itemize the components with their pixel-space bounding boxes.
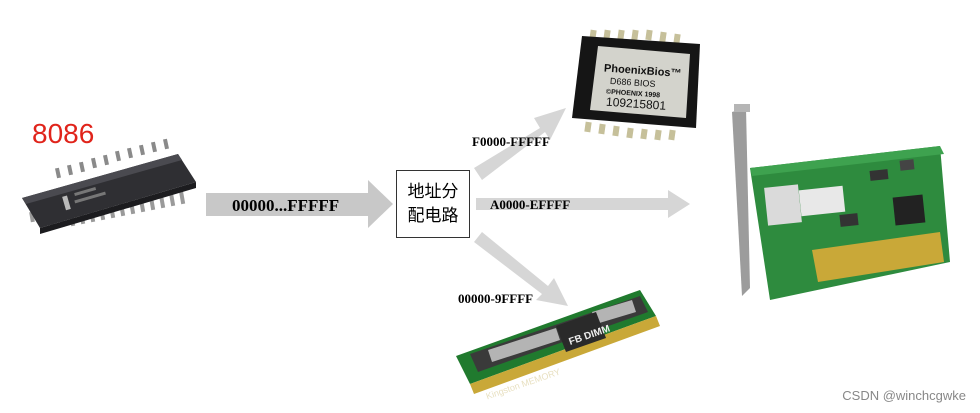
- bios-chip-image: [572, 29, 700, 141]
- route-label-nic: A0000-EFFFF: [490, 197, 571, 212]
- arrow-to-bios: [474, 108, 566, 180]
- watermark-text: CSDN @winchcgwke: [842, 388, 966, 403]
- network-card-image: [732, 104, 950, 300]
- arrow-to-nic: [476, 190, 690, 218]
- route-label-bios: F0000-FFFFF: [472, 134, 550, 149]
- cpu-chip-image: [22, 138, 196, 234]
- arrow-to-ram: [474, 232, 568, 306]
- bios-chip-line3: ©PHOENIX 1998: [606, 88, 661, 100]
- address-decoder-label: 地址分配电路: [407, 182, 459, 226]
- bios-chip-line2: D686 BIOS: [610, 76, 656, 89]
- cpu-label: 8086: [32, 118, 95, 149]
- bios-chip-line1: PhoenixBios™: [604, 63, 682, 80]
- ram-module-image: [456, 290, 660, 394]
- address-decoder-box: 地址分配电路: [396, 170, 470, 238]
- main-arrow: [206, 180, 393, 228]
- route-label-ram: 00000-9FFFF: [458, 291, 534, 306]
- bios-chip-line4: 109215801: [606, 95, 667, 113]
- address-range-main: 00000...FFFFF: [232, 196, 340, 215]
